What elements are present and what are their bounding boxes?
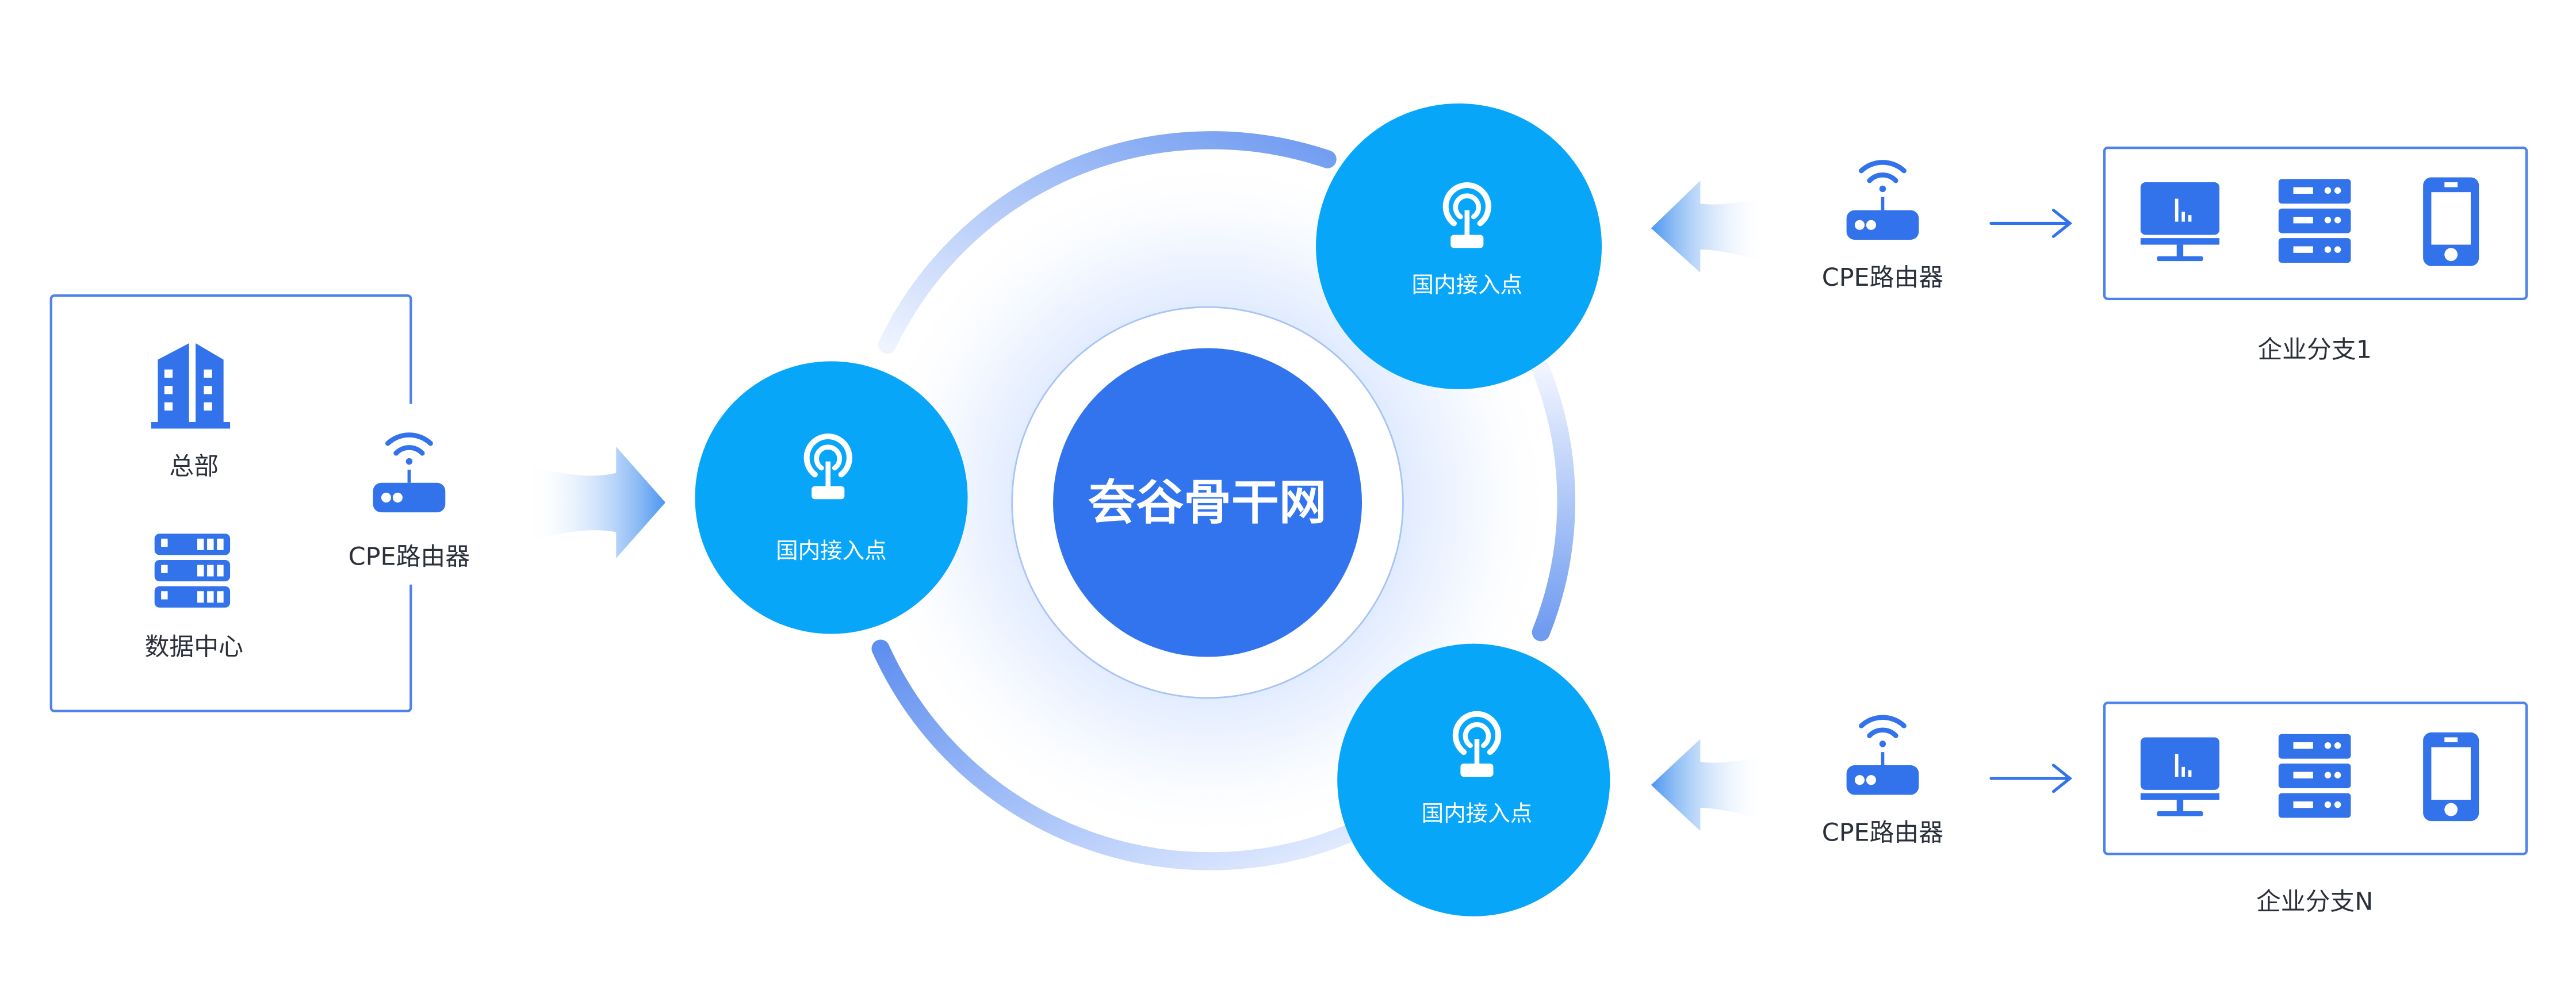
- backbone-core: [1053, 348, 1362, 657]
- headquarters-box: [49, 294, 412, 712]
- branch-label: 企业分支1: [2257, 336, 2372, 365]
- datacenter-label: 数据中心: [145, 633, 243, 662]
- backbone-title: 夽谷骨干网: [1088, 475, 1326, 531]
- branch-label: 企业分支N: [2256, 887, 2373, 916]
- phone-icon: [2423, 732, 2479, 822]
- phone-icon: [2423, 177, 2479, 266]
- backbone-arc-right: [1532, 360, 1575, 642]
- access-point-label: 国内接入点: [1422, 801, 1533, 827]
- router-icon: [1847, 718, 1919, 795]
- monitor-icon: [2140, 737, 2219, 816]
- building-icon: [151, 343, 231, 429]
- access-point-bottom-right: 国内接入点: [1337, 643, 1610, 916]
- router-icon: [1847, 162, 1919, 240]
- monitor-icon: [2140, 182, 2219, 262]
- headquarters-group: 总部 数据中心 CPE路由器: [49, 294, 470, 712]
- server-icon: [2278, 734, 2351, 818]
- backbone-group: 夽谷骨干网 国内接入点 国内接入点 国内接入点: [695, 103, 1610, 916]
- arrow-right-icon: [526, 446, 665, 559]
- datacenter-server-icon: [154, 534, 231, 608]
- backbone-arc-top: [878, 131, 1337, 354]
- arrow-left-icon: [1651, 181, 1766, 273]
- branch-n-group: CPE路由器 企业分支N: [1651, 701, 2528, 916]
- backbone-arc-bottom: [871, 639, 1357, 870]
- hq-router-label: CPE路由器: [349, 543, 470, 571]
- access-point-label: 国内接入点: [1411, 272, 1522, 298]
- branch-router-label: CPE路由器: [1822, 818, 1943, 847]
- branch-box: [2103, 146, 2528, 300]
- server-icon: [2278, 179, 2351, 263]
- access-point-top-right: 国内接入点: [1316, 103, 1602, 389]
- branch-box: [2103, 701, 2528, 856]
- headquarters-label: 总部: [169, 452, 219, 481]
- branch-1-group: CPE路由器 企业分支1: [1651, 146, 2528, 365]
- arrow-small-right-icon: [1989, 209, 2073, 238]
- arrow-left-icon: [1651, 739, 1766, 831]
- router-icon: [373, 435, 446, 512]
- arrow-small-right-icon: [1989, 764, 2073, 793]
- access-point-label: 国内接入点: [776, 538, 887, 564]
- access-point-left: 国内接入点: [695, 361, 968, 634]
- branch-router-label: CPE路由器: [1822, 263, 1943, 292]
